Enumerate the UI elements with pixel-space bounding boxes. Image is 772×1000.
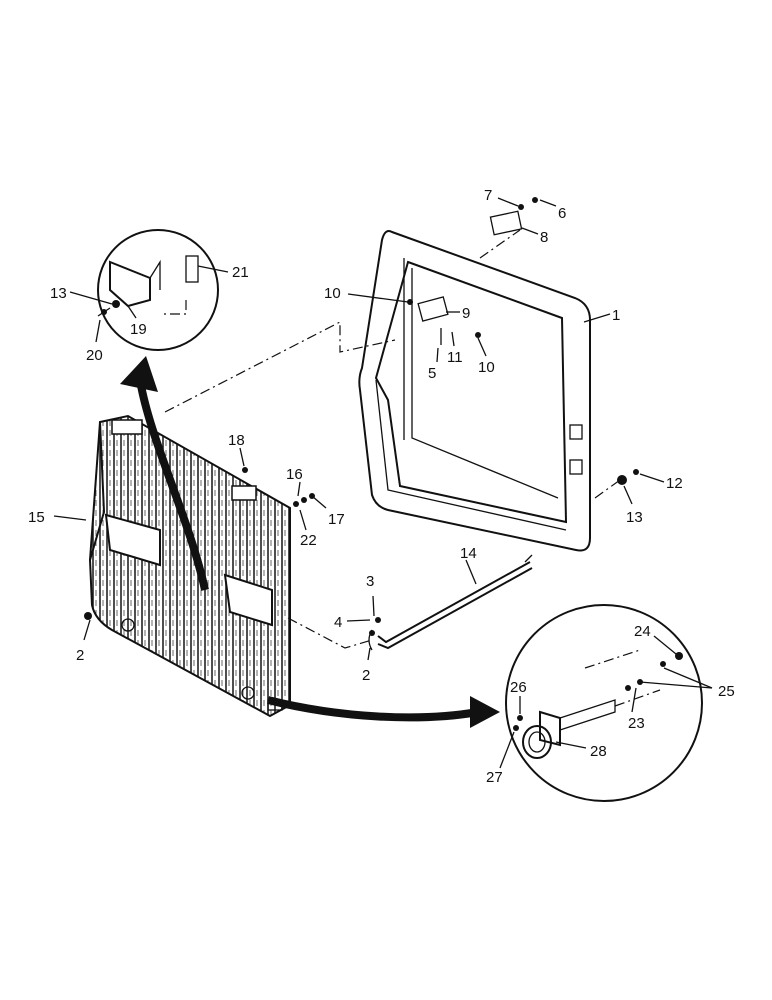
callout-1: 1 — [612, 307, 620, 324]
callout-18: 18 — [228, 432, 245, 449]
callout-2-rod: 2 — [362, 667, 370, 684]
detail-circle-latch — [505, 604, 703, 802]
callout-10-top: 10 — [324, 285, 341, 302]
callout-13-frame: 13 — [626, 509, 643, 526]
callout-14: 14 — [460, 545, 477, 562]
detail-arrows — [120, 356, 500, 728]
callout-6: 6 — [558, 205, 566, 222]
callout-20: 20 — [86, 347, 103, 364]
callout-5: 5 — [428, 365, 436, 382]
detail-circle-bracket — [97, 229, 219, 351]
callout-2-left: 2 — [76, 647, 84, 664]
callout-labels: 1 2 2 3 4 5 6 7 8 9 10 10 11 12 13 13 14… — [28, 187, 735, 786]
callout-9: 9 — [462, 305, 470, 322]
callout-19: 19 — [130, 321, 147, 338]
assembly-lines — [164, 229, 621, 649]
callout-27: 27 — [486, 769, 503, 786]
callout-28: 28 — [590, 743, 607, 760]
callout-10-bottom: 10 — [478, 359, 495, 376]
callout-23: 23 — [628, 715, 645, 732]
callout-13-detail: 13 — [50, 285, 67, 302]
hardware — [84, 197, 639, 636]
callout-3: 3 — [366, 573, 374, 590]
part-back-panel — [88, 414, 291, 718]
callout-26: 26 — [510, 679, 527, 696]
leader-lines — [53, 197, 713, 769]
callout-21: 21 — [232, 264, 249, 281]
callout-22: 22 — [300, 532, 317, 549]
callout-16: 16 — [286, 466, 303, 483]
part-rod — [368, 554, 533, 651]
part-frame — [358, 230, 591, 552]
callout-8: 8 — [540, 229, 548, 246]
callout-4: 4 — [334, 614, 342, 631]
callout-25: 25 — [718, 683, 735, 700]
callout-12: 12 — [666, 475, 683, 492]
callout-24: 24 — [634, 623, 651, 640]
callout-15: 15 — [28, 509, 45, 526]
callout-7: 7 — [484, 187, 492, 204]
callout-11: 11 — [447, 349, 463, 366]
callout-17: 17 — [328, 511, 345, 528]
